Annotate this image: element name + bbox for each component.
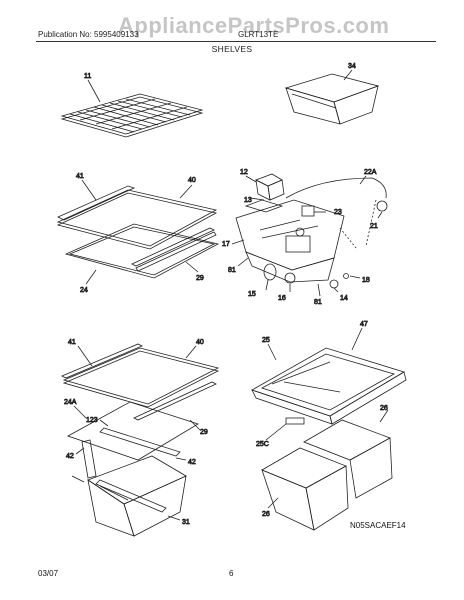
callout-29-lower: 29	[200, 429, 208, 436]
callout-47: 47	[360, 321, 368, 328]
part-clip-14[interactable]	[329, 279, 339, 289]
callout-21: 21	[370, 223, 378, 230]
callout-123: 123	[86, 417, 98, 424]
callout-42-left: 42	[66, 453, 74, 460]
part-knob-16[interactable]	[284, 272, 296, 284]
part-rail-29-lower[interactable]	[133, 381, 217, 421]
part-front-trim-41-lower[interactable]	[61, 343, 143, 379]
header-rule	[36, 41, 436, 42]
publication-number: Publication No: 5995409133	[38, 30, 139, 39]
part-crisper-drawer-26-right[interactable]	[303, 419, 393, 499]
callout-14: 14	[340, 295, 348, 302]
part-light-22a[interactable]	[285, 177, 388, 212]
callout-34: 34	[348, 63, 356, 70]
callout-41-lower: 41	[68, 339, 76, 346]
callout-41-upper: 41	[76, 173, 84, 180]
callout-31: 31	[182, 519, 190, 526]
callout-18: 18	[362, 277, 370, 284]
part-shelf-frame-24a[interactable]	[67, 401, 199, 461]
callout-17: 17	[222, 241, 230, 248]
callout-40-lower: 40	[196, 339, 204, 346]
callout-40-upper: 40	[188, 177, 196, 184]
part-bin-34[interactable]	[284, 73, 380, 125]
diagram-code: N05SACAEF14	[350, 521, 406, 530]
callout-25c: 25C	[256, 441, 269, 448]
part-control-housing-17[interactable]	[235, 199, 345, 283]
part-rail-42[interactable]	[81, 439, 167, 513]
callout-11: 11	[84, 73, 91, 80]
callout-26-left: 26	[262, 511, 270, 518]
part-slide-123[interactable]	[99, 427, 181, 457]
part-knob-12[interactable]	[255, 173, 285, 201]
part-crisper-cover-25[interactable]	[251, 347, 407, 425]
callout-29-upper: 29	[196, 275, 204, 282]
callout-25: 25	[262, 337, 270, 344]
callout-13: 13	[244, 197, 252, 204]
page-title: SHELVES	[211, 44, 253, 54]
callout-16: 16	[278, 295, 286, 302]
callout-81-left: 81	[228, 267, 236, 274]
part-crisper-glass-47[interactable]	[271, 361, 331, 385]
callout-15: 15	[248, 291, 256, 298]
model-number: GLRT13TE	[238, 30, 279, 39]
footer-page-number: 6	[229, 569, 234, 578]
footer-date: 03/07	[38, 569, 59, 578]
callout-24a: 24A	[64, 399, 77, 406]
part-wire-shelf-11[interactable]	[60, 93, 204, 138]
part-drawer-31[interactable]	[87, 455, 187, 537]
part-socket-23[interactable]	[301, 205, 315, 217]
part-shelf-frame-24-upper[interactable]	[64, 223, 220, 279]
callout-24: 24	[80, 287, 88, 294]
callout-26-right: 26	[380, 405, 388, 412]
callout-12: 12	[240, 169, 248, 176]
watermark: AppliancePartsPros.com	[118, 13, 390, 38]
part-rail-29-upper[interactable]	[131, 227, 217, 272]
callout-22a: 22A	[364, 169, 377, 176]
callout-81-right: 81	[314, 299, 322, 306]
part-gasket-13[interactable]	[244, 199, 284, 213]
callout-23: 23	[334, 209, 342, 216]
part-glass-shelf-40-upper[interactable]	[56, 189, 218, 250]
part-glass-shelf-40-lower[interactable]	[62, 347, 220, 408]
part-front-trim-41-upper[interactable]	[57, 185, 136, 221]
part-humidity-control-25c[interactable]	[285, 417, 305, 425]
callout-42-right: 42	[188, 459, 196, 466]
part-crisper-drawer-26-left[interactable]	[261, 447, 349, 531]
part-screw-18[interactable]	[343, 273, 349, 279]
part-bulb-15[interactable]	[263, 263, 277, 281]
